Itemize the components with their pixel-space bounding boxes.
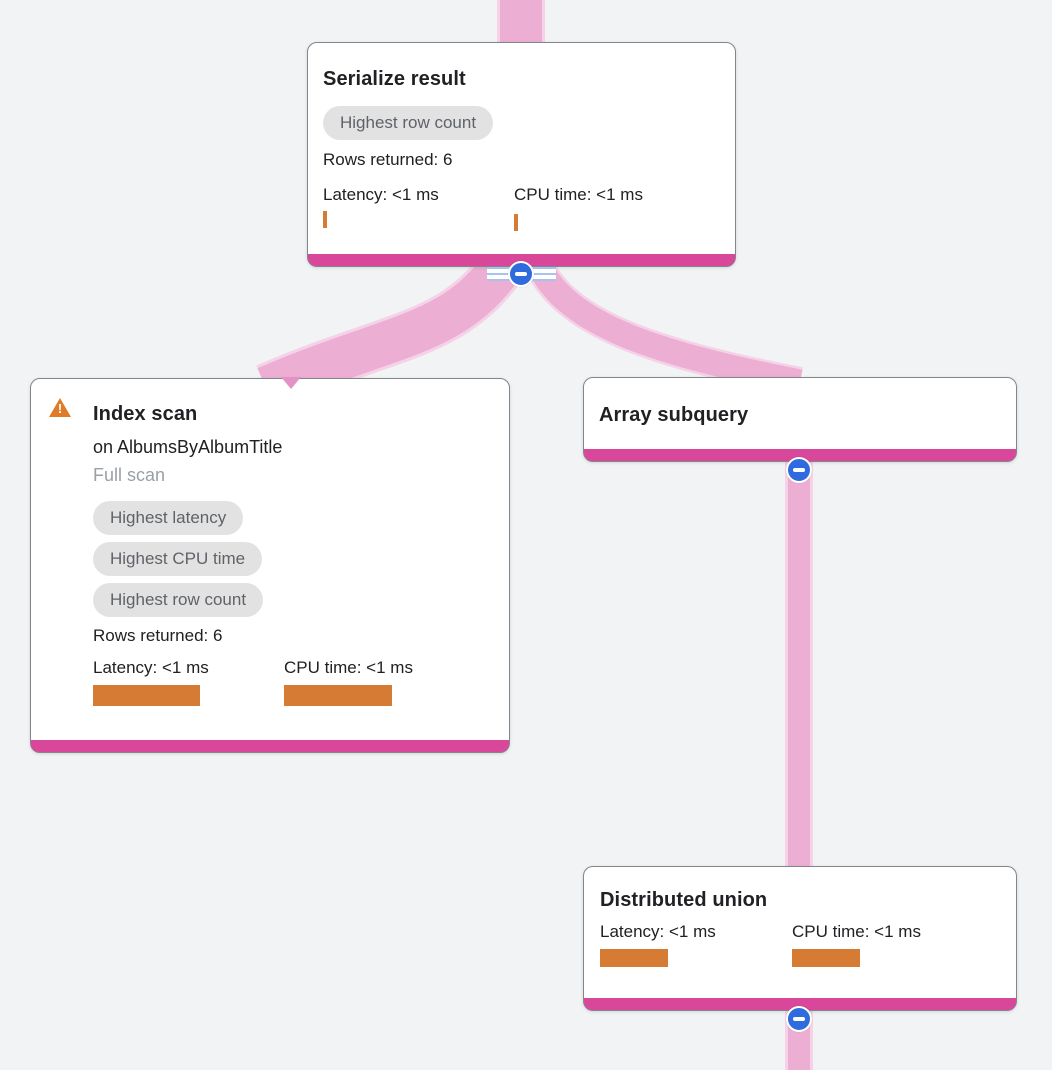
badge-highest-cpu-time: Highest CPU time — [93, 542, 263, 576]
collapse-button-serialize-result[interactable] — [508, 261, 534, 287]
cpu-time-label: CPU time: <1 ms — [792, 922, 921, 941]
latency-label: Latency: <1 ms — [93, 658, 209, 677]
cpu-time-bar — [514, 214, 518, 231]
latency-bar — [600, 949, 668, 967]
latency-label: Latency: <1 ms — [323, 185, 439, 204]
badge-highest-row-count: Highest row count — [93, 583, 264, 617]
edge-array-subquery-to-distributed-union — [785, 455, 813, 870]
edge-serialize-to-index-scan — [256, 244, 529, 411]
full-scan-note: Full scan — [93, 465, 166, 485]
latency-bar — [323, 211, 327, 228]
node-bottom-bar — [31, 740, 509, 752]
node-title: Array subquery — [599, 404, 749, 426]
collapse-button-distributed-union[interactable] — [786, 1006, 812, 1032]
cpu-time-bar — [792, 949, 860, 967]
plan-node-index-scan[interactable]: Index scan on AlbumsByAlbumTitle Full sc… — [30, 378, 510, 753]
collapse-minus-icon — [793, 1017, 805, 1021]
node-subtitle: on AlbumsByAlbumTitle — [93, 437, 283, 457]
latency-label: Latency: <1 ms — [600, 922, 716, 941]
collapse-button-array-subquery[interactable] — [786, 457, 812, 483]
node-bottom-bar — [308, 254, 735, 266]
plan-node-distributed-union[interactable]: Distributed union Latency: <1 ms CPU tim… — [583, 866, 1017, 1011]
node-bottom-bar — [584, 449, 1016, 461]
warning-icon — [49, 398, 71, 417]
rows-returned-text: Rows returned: 6 — [323, 150, 453, 169]
collapse-minus-icon — [793, 468, 805, 472]
plan-node-serialize-result[interactable]: Serialize result Highest row count Rows … — [307, 42, 736, 267]
edge-serialize-to-array-subquery — [521, 252, 803, 397]
node-title: Distributed union — [600, 889, 768, 911]
cpu-time-bar — [284, 685, 392, 706]
collapse-minus-icon — [515, 272, 527, 276]
plan-node-array-subquery[interactable]: Array subquery — [583, 377, 1017, 462]
latency-bar — [93, 685, 200, 706]
badge-highest-row-count: Highest row count — [323, 106, 494, 140]
node-title: Index scan — [93, 403, 198, 425]
node-title: Serialize result — [323, 68, 466, 90]
cpu-time-label: CPU time: <1 ms — [514, 185, 643, 204]
node-bottom-bar — [584, 998, 1016, 1010]
badge-highest-latency: Highest latency — [93, 501, 244, 535]
cpu-time-label: CPU time: <1 ms — [284, 658, 413, 677]
rows-returned-text: Rows returned: 6 — [93, 626, 223, 645]
